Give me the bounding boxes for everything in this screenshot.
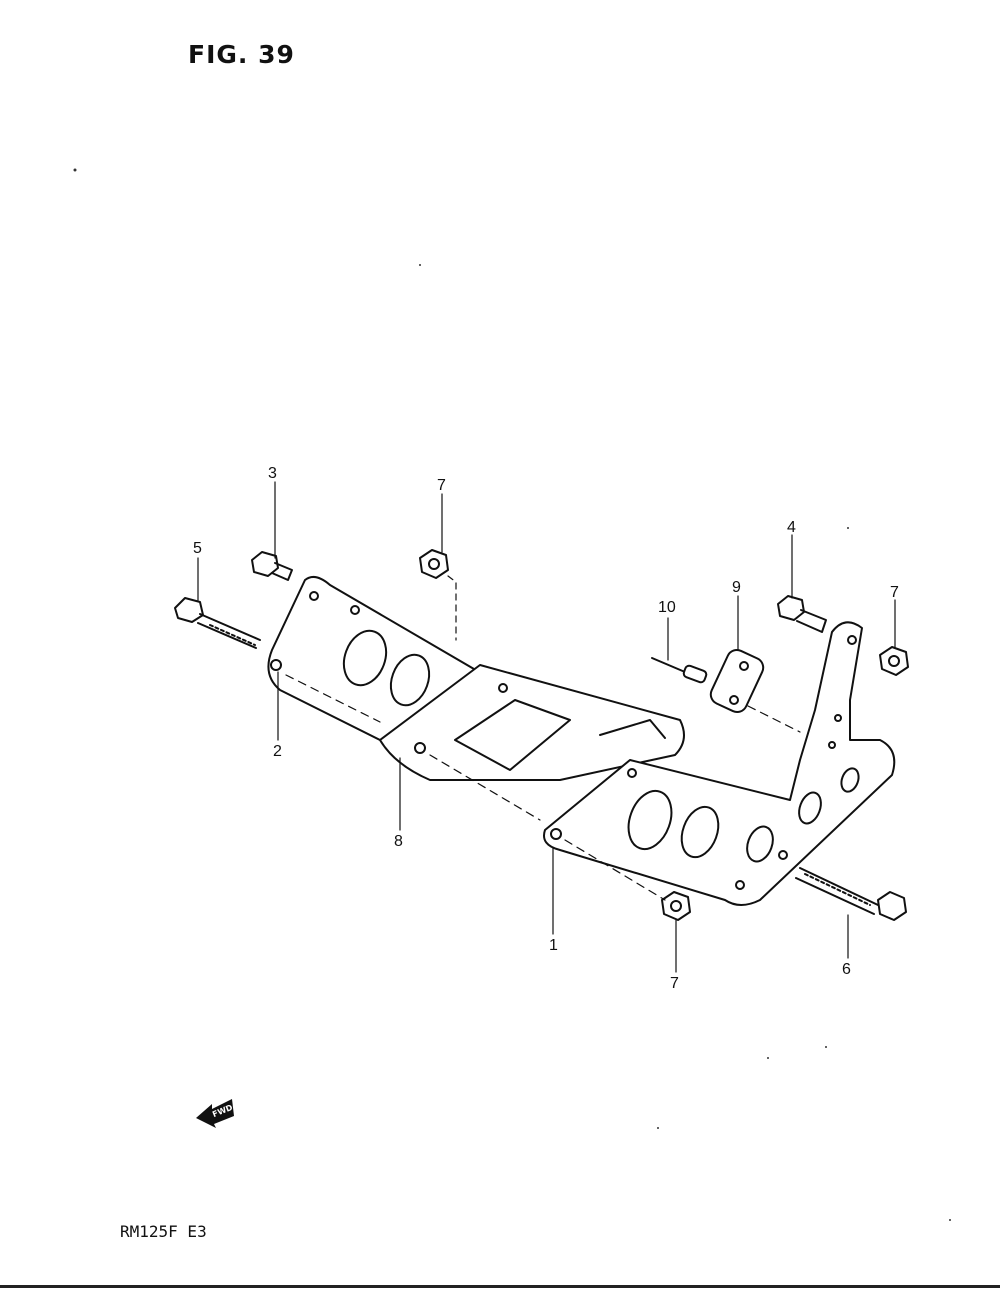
flange-nut-top — [419, 549, 449, 579]
callout-3: 3 — [268, 465, 277, 482]
flange-bolt-short-right — [777, 595, 827, 633]
callout-8: 8 — [394, 833, 403, 850]
callout-2: 2 — [273, 743, 282, 760]
callout-10: 10 — [658, 599, 676, 616]
bolt-long-left — [174, 597, 261, 649]
callout-7-bottom: 7 — [670, 975, 679, 992]
flange-nut-bottom — [661, 891, 691, 921]
page-bottom-rule — [0, 1285, 1000, 1288]
right-main-plate — [543, 621, 896, 906]
center-cross-member — [379, 664, 685, 781]
callout-7-right: 7 — [890, 584, 899, 601]
callout-5: 5 — [193, 540, 202, 557]
callout-9: 9 — [732, 579, 741, 596]
flange-bolt-short-left — [251, 551, 293, 581]
callout-1: 1 — [549, 937, 558, 954]
flange-nut-right — [879, 646, 909, 676]
callout-4: 4 — [787, 519, 796, 536]
leader-lines — [197, 481, 896, 973]
callout-labels: 1 2 3 4 5 6 7 7 7 8 9 10 — [193, 465, 899, 992]
fwd-arrow-icon: FWD — [196, 1099, 234, 1128]
rivet-pin — [651, 657, 708, 684]
model-code-footer: RM125F E3 — [120, 1222, 207, 1241]
bolt-long-right — [795, 867, 907, 921]
print-specks — [73, 168, 951, 1221]
callout-6: 6 — [842, 961, 851, 978]
callout-7-top: 7 — [437, 477, 446, 494]
spacer-block — [709, 648, 765, 714]
figure-title: FIG. 39 — [188, 40, 295, 69]
